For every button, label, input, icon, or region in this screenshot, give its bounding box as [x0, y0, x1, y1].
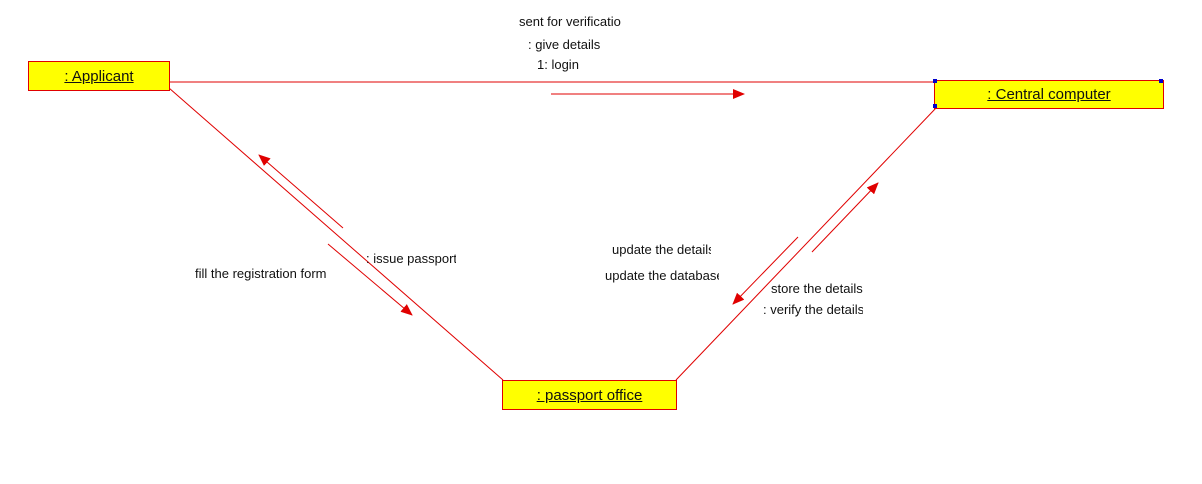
applicant-object[interactable]: : Applicant — [28, 61, 170, 91]
message-label-issue-passport: : issue passport — [366, 251, 456, 266]
message-arrow-issue-passport — [258, 154, 344, 229]
message-label-give-details: : give details — [528, 37, 601, 52]
link-applicant-passport[interactable] — [168, 87, 504, 381]
message-label-update-database: update the database — [605, 268, 719, 283]
message-label-fill-registration-form: fill the registration form — [195, 266, 326, 281]
selection-handle[interactable] — [933, 79, 937, 83]
message-arrow-update-details — [732, 236, 799, 305]
message-label-login: 1: login — [537, 57, 579, 72]
message-arrow-fill-registration — [327, 243, 413, 316]
message-arrow-store-details — [811, 182, 879, 253]
message-label-store-details: store the details — [771, 281, 863, 296]
selection-handle[interactable] — [1159, 79, 1163, 83]
central-computer-object[interactable]: : Central computer — [934, 80, 1164, 109]
message-label-sent-for-verification: sent for verificatio — [519, 14, 621, 29]
selection-handle[interactable] — [933, 104, 937, 108]
message-label-update-details: update the details — [612, 242, 711, 257]
link-passport-central[interactable] — [675, 107, 937, 381]
passport-office-object[interactable]: : passport office — [502, 380, 677, 410]
message-label-verify-details: : verify the details — [763, 302, 863, 317]
